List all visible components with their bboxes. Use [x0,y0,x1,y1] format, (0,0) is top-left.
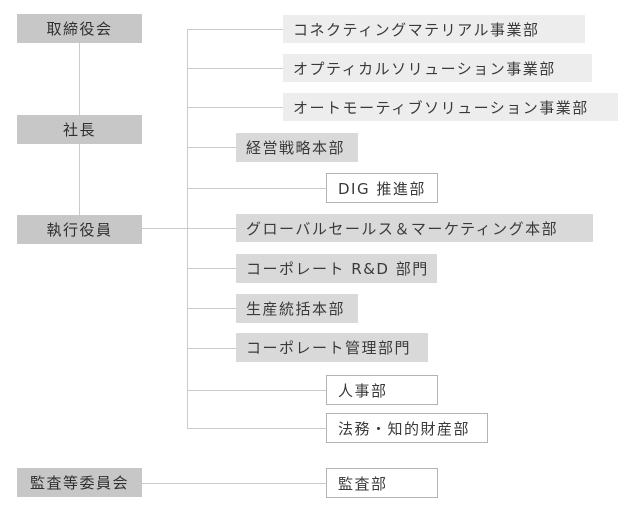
connector-branch-dig-promotion [187,188,326,189]
node-hr-dept: 人事部 [326,375,438,405]
node-board-of-directors: 取締役会 [17,14,142,43]
node-automotive-solution-division: オートモーティブソリューション事業部 [283,93,618,121]
connector-branch-corporate-rd [187,268,236,269]
connector-branch-hr [187,390,326,391]
node-management-strategy-hq: 経営戦略本部 [236,133,358,162]
connector-branch-corporate-admin [187,348,236,349]
connector-branch-production-control [187,308,236,309]
node-dig-promotion-dept: DIG 推進部 [326,173,438,203]
connector-branch-optical-solution [187,68,283,69]
connector-president-officers [79,144,80,215]
connector-branch-legal-ip [187,428,326,429]
node-corporate-admin-division: コーポレート管理部門 [236,333,428,362]
connector-officers-trunk [142,228,236,229]
node-production-control-hq: 生産統括本部 [236,294,358,323]
node-connecting-material-division: コネクティングマテリアル事業部 [283,15,585,43]
node-corporate-rd-division: コーポレート R&D 部門 [236,254,437,283]
connector-audit-committee-audit [142,483,326,484]
node-audit-dept: 監査部 [326,468,438,498]
connector-branch-automotive-solution [187,107,283,108]
connector-board-president [79,43,80,115]
node-executive-officers: 執行役員 [17,215,142,244]
node-president: 社長 [17,115,142,144]
node-audit-committee: 監査等委員会 [17,468,142,497]
node-legal-ip-dept: 法務・知的財産部 [326,413,488,443]
connector-branch-connecting-material [187,29,283,30]
node-global-sales-marketing-hq: グローバルセールス＆マーケティング本部 [236,214,593,242]
connector-branch-management-strategy [187,147,236,148]
node-optical-solution-division: オプティカルソリューション事業部 [283,54,592,82]
